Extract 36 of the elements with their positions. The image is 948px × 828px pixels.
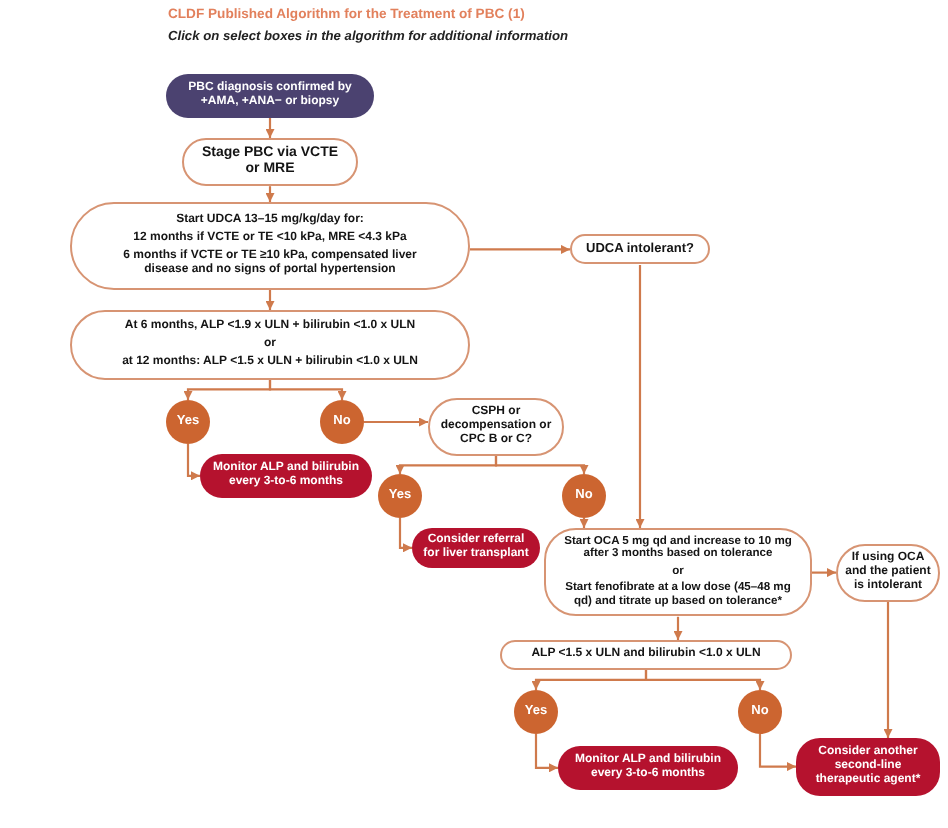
process-box xyxy=(544,528,812,617)
process-box xyxy=(70,202,470,290)
flow-arrow xyxy=(265,117,275,138)
flow-arrow xyxy=(635,265,645,528)
flow-arrow xyxy=(268,379,347,400)
answer-circle xyxy=(166,400,210,444)
flow-arrow xyxy=(579,518,589,528)
question-box xyxy=(428,398,564,456)
answer-circle xyxy=(378,474,422,518)
answer-circle xyxy=(514,690,558,734)
flow-arrow xyxy=(364,417,428,427)
start-box xyxy=(166,74,374,118)
flow-arrow xyxy=(883,601,893,738)
flow-arrow xyxy=(494,455,589,474)
question-box xyxy=(836,544,940,602)
flow-arrow xyxy=(186,444,200,481)
flow-arrow xyxy=(265,186,275,202)
flow-arrow xyxy=(673,616,683,640)
outcome-box xyxy=(558,746,738,790)
flow-arrow xyxy=(265,289,275,310)
flow-arrow xyxy=(812,568,836,578)
question-box xyxy=(570,234,710,265)
flow-arrow xyxy=(644,669,765,690)
answer-circle xyxy=(738,690,782,734)
outcome-box xyxy=(412,528,540,568)
flow-arrow xyxy=(758,734,796,772)
flow-arrow xyxy=(534,734,558,773)
answer-circle xyxy=(562,474,606,518)
process-box xyxy=(182,138,358,187)
flow-arrow xyxy=(470,244,570,254)
outcome-box xyxy=(200,454,372,498)
criteria-box xyxy=(70,310,470,380)
flow-arrow xyxy=(398,518,412,553)
outcome-box xyxy=(796,738,940,796)
answer-circle xyxy=(320,400,364,444)
criteria-box xyxy=(500,640,792,670)
